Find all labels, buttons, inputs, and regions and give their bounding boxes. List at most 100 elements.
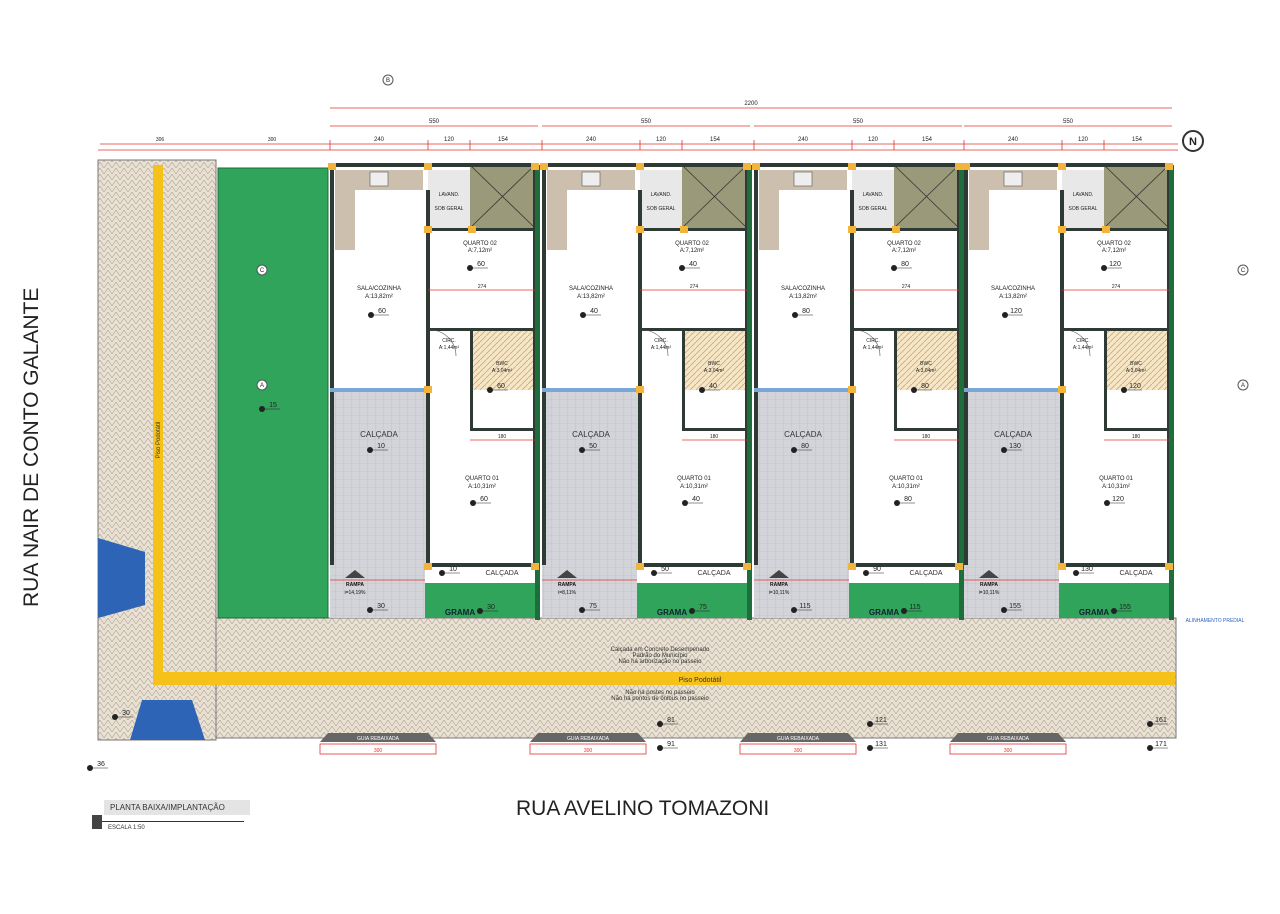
dimension-part: 240	[798, 137, 809, 143]
room-name: CIRC.	[442, 338, 456, 344]
room-area: A:7,12m²	[468, 248, 492, 254]
wall	[682, 428, 747, 431]
sink-icon	[369, 171, 389, 187]
wall	[330, 163, 538, 167]
level-value: 81	[667, 717, 675, 724]
room-area: A:1,44m²	[863, 345, 884, 351]
level-value: 10	[449, 566, 457, 573]
lowered-curb-label: GUIA REBAIXADA	[357, 736, 400, 742]
sidewalk-note: Padrão do Município	[632, 653, 688, 659]
room-circulacao	[640, 330, 682, 390]
room-area: A:10,31m²	[1102, 484, 1130, 490]
walkway-label: CALÇADA	[909, 570, 942, 577]
section-marker-label: B	[386, 78, 390, 84]
room-lavanderia	[1062, 170, 1104, 228]
room-quarto-01	[428, 390, 535, 565]
column	[743, 563, 751, 570]
level-value: 40	[692, 496, 700, 503]
level-value: 121	[875, 717, 887, 724]
room-name: BWC	[708, 361, 720, 367]
walkway-label: CALÇADA	[1119, 570, 1152, 577]
boundary-wall	[959, 165, 964, 620]
level-value: 115	[799, 603, 810, 610]
dimension-room: 274	[478, 284, 487, 290]
curb-dimension	[529, 743, 647, 755]
room-area: A:13,82m²	[577, 294, 605, 300]
window	[754, 388, 850, 392]
curb-dimension-value: 300	[374, 748, 383, 754]
curb-dimension-value: 300	[584, 748, 593, 754]
room-name: QUARTO 02	[463, 241, 497, 247]
level-value: 161	[1155, 717, 1167, 724]
room-quarto-02	[428, 228, 535, 330]
column	[752, 163, 760, 170]
wall	[640, 328, 747, 331]
curb-dimension	[319, 743, 437, 755]
room-name: LAVAND.	[651, 192, 672, 198]
column	[636, 163, 644, 170]
level-value: 30	[122, 710, 130, 717]
room-area: A:3,04m²	[1126, 368, 1147, 374]
dimension-room: 274	[690, 284, 699, 290]
level-value: 155	[1009, 603, 1021, 610]
lowered-curb-label: GUIA REBAIXADA	[987, 736, 1030, 742]
wall	[426, 390, 430, 565]
level-value: 30	[377, 603, 385, 610]
ramp-slope: i=8,11%	[558, 590, 576, 596]
room-quarto-02	[852, 228, 959, 330]
dimension-room: 180	[498, 434, 507, 440]
curb-ramp-left	[98, 538, 145, 618]
room-name: SALA/COZINHA	[781, 286, 825, 292]
room-area: A:10,31m²	[892, 484, 920, 490]
wall	[1060, 390, 1064, 565]
room-area: A:7,12m²	[1102, 248, 1126, 254]
property-alignment-label: ALINHAMENTO PREDIAL	[1186, 618, 1245, 624]
door-swing	[429, 329, 457, 357]
level-value: 80	[801, 443, 809, 450]
wall	[426, 563, 538, 567]
room-area: A:7,12m²	[892, 248, 916, 254]
wall	[330, 165, 334, 565]
wall	[894, 428, 959, 431]
curb-dimension-value: 300	[1004, 748, 1013, 754]
door-swing	[1063, 329, 1091, 357]
column	[1058, 226, 1066, 233]
dimension-part: 154	[922, 137, 933, 143]
title-marker	[92, 815, 102, 829]
dimension-room: 180	[710, 434, 719, 440]
level-value: 80	[802, 308, 810, 315]
wall	[682, 330, 685, 430]
section-marker-icon	[382, 74, 394, 86]
lowered-curb-label: GUIA REBAIXADA	[567, 736, 610, 742]
dimension-part: 120	[444, 137, 455, 143]
dimension-part: 240	[586, 137, 597, 143]
wall	[964, 163, 1172, 167]
kitchen-counter-side	[759, 190, 779, 250]
wall	[542, 163, 750, 167]
room-area: A:3,04m²	[492, 368, 513, 374]
room-circulacao	[852, 330, 894, 390]
level-value: 40	[590, 308, 598, 315]
room-name: SALA/COZINHA	[569, 286, 613, 292]
dimension-part: 154	[710, 137, 721, 143]
level-value: 155	[1119, 604, 1131, 611]
room-name: LAVAND.	[1073, 192, 1094, 198]
walkway-label: CALÇADA	[697, 570, 730, 577]
level-value: 130	[1081, 566, 1093, 573]
room-circulacao	[428, 330, 470, 390]
lowered-curb-label: GUIA REBAIXADA	[777, 736, 820, 742]
room-quarto-01	[852, 390, 959, 565]
level-value: 120	[1109, 261, 1121, 268]
sidewalk-note: Não há postes no passeio	[625, 690, 695, 696]
dimension-part: 154	[498, 137, 509, 143]
dimension-unit: 550	[853, 119, 864, 125]
wall	[850, 563, 962, 567]
boundary-wall	[747, 165, 752, 620]
column	[848, 163, 856, 170]
box-diagonal	[469, 164, 536, 229]
ramp-area	[754, 565, 849, 618]
door-swing	[853, 329, 881, 357]
dimension-room: 180	[922, 434, 931, 440]
sink-icon	[581, 171, 601, 187]
